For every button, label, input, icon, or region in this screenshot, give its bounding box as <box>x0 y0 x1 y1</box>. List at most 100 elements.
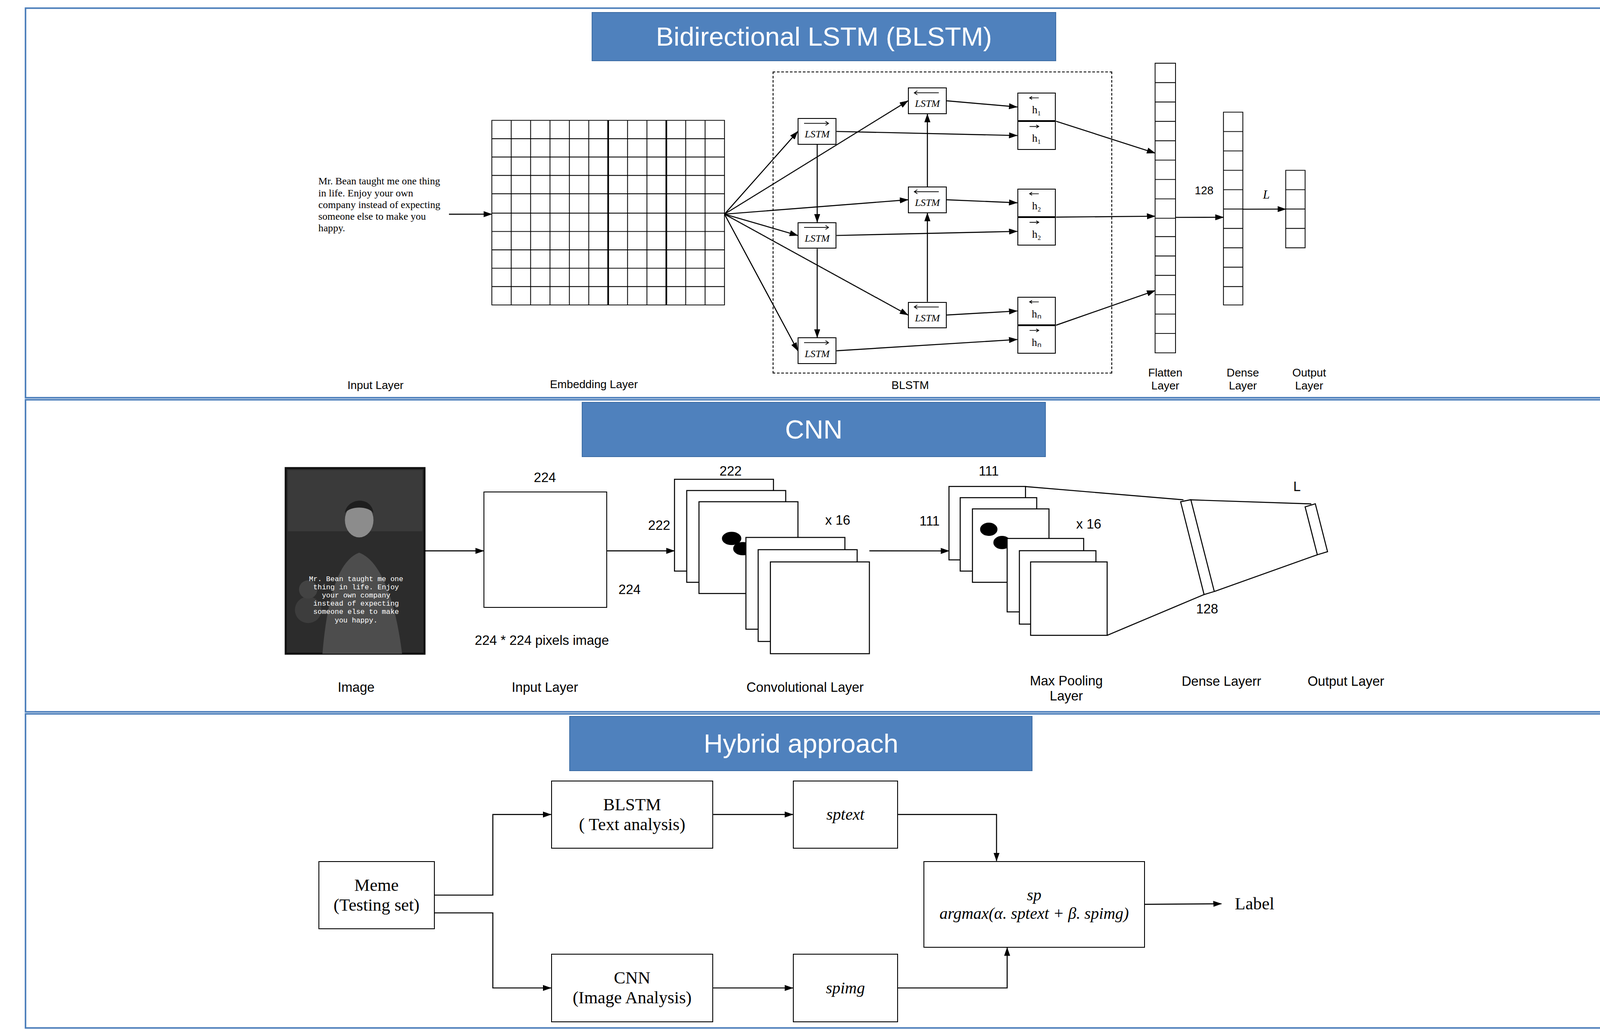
panel-frame <box>25 714 1600 1029</box>
arrow-connector <box>713 814 793 816</box>
hidden-state: h₂ <box>1017 217 1057 246</box>
output-layer: LOutput Layer <box>1302 504 1329 557</box>
section-title-text: Hybrid approach <box>703 728 899 760</box>
dense-layer: 128Dense Layerr <box>1178 499 1217 595</box>
state-label: hₙ <box>1031 308 1042 321</box>
state-label: h₁ <box>1032 103 1042 117</box>
image-caption: Mr. Bean taught me one thing in life. En… <box>307 575 405 625</box>
section-title-text: CNN <box>785 414 843 446</box>
connector-line <box>1025 486 1184 501</box>
lstm-label: LSTM <box>914 97 940 110</box>
embedding-grid <box>491 120 725 305</box>
photo <box>285 468 425 655</box>
embedding-grid-thick <box>608 120 667 305</box>
convolutional-layer: 222222x 16Convolutional Layer <box>674 479 870 655</box>
output-bar <box>1305 503 1328 555</box>
state-label: h₁ <box>1032 132 1042 145</box>
lstm-label: LSTM <box>804 348 830 360</box>
arrow-connector <box>836 231 1017 236</box>
arrow-connector <box>1056 121 1156 153</box>
arrow-connector <box>1056 290 1156 326</box>
feature-map <box>1030 561 1108 636</box>
arrow-connector <box>434 913 552 989</box>
layer-label: Input Layer <box>511 679 579 696</box>
section-title: CNN <box>581 402 1046 458</box>
process-box: BLSTM( Text analysis) <box>551 780 714 850</box>
max-pooling-layer: 111111x 16Max Pooling Layer <box>948 486 1108 637</box>
input-layer: 224224224 * 224 pixels imageInput Layer <box>483 491 608 609</box>
connector-line <box>1190 499 1312 505</box>
lstm-cell: LSTM <box>797 118 837 145</box>
dimension: x 16 <box>825 512 851 528</box>
hidden-state: h₂ <box>1017 188 1057 218</box>
arrow-connector <box>898 814 997 862</box>
dimension: 111 <box>919 513 940 529</box>
layer-label: Max Pooling Layer <box>1017 673 1115 705</box>
arrow-connector <box>869 550 950 552</box>
fusion-formula: argmax(α. sptext + β. spimg) <box>939 904 1129 924</box>
box-subtitle: (Testing set) <box>333 895 420 916</box>
arrow-connector <box>816 144 818 223</box>
arrow-connector <box>724 131 798 215</box>
filter-dot <box>722 532 742 545</box>
direction-arrows <box>804 90 1039 345</box>
arrow-connector <box>926 114 928 187</box>
flatten-layer: Flatten Layer <box>1155 63 1176 354</box>
input-layer: Mr. Bean taught me one thing in life. En… <box>311 168 450 399</box>
dense-bar <box>1180 499 1215 595</box>
layer-label: Image <box>337 679 375 696</box>
arrow-connector <box>449 213 493 216</box>
flatten-cells <box>1155 63 1176 353</box>
pool-maps <box>948 486 1108 636</box>
dimension: x 16 <box>1076 516 1102 532</box>
edge-label: L <box>1261 187 1272 203</box>
dimension: 222 <box>719 463 742 479</box>
box-subtitle: ( Text analysis) <box>579 814 686 835</box>
layer-label: Dense Layerr <box>1181 673 1262 690</box>
blstm-block: BLSTMLSTMLSTMLSTMLSTMLSTMLSTMh₁h₁h₂h₂hₙh… <box>772 71 1113 374</box>
fusion-box: spargmax(α. sptext + β. spimg) <box>923 861 1145 949</box>
output-layer: Output Layer <box>1285 170 1306 248</box>
conv-maps <box>674 479 870 655</box>
feature-map <box>770 561 870 654</box>
section-title: Bidirectional LSTM (BLSTM) <box>591 12 1056 62</box>
embedding-layer: Embedding Layer <box>491 120 725 306</box>
arrow-connector <box>946 311 1017 316</box>
layer-label: Output Layer <box>1283 366 1335 393</box>
arrow-connector <box>724 214 798 236</box>
arrow-connector <box>836 339 1017 351</box>
box-title: BLSTM <box>603 795 662 815</box>
photo-ground <box>285 468 425 655</box>
dense-layer: Dense Layer <box>1223 112 1243 306</box>
lstm-cell: LSTM <box>907 87 947 115</box>
arrow-connector <box>1242 208 1286 210</box>
result-text: Label <box>1235 894 1275 914</box>
panel-frame <box>25 399 1600 712</box>
dense-cells <box>1223 112 1243 305</box>
section-title: Hybrid approach <box>569 716 1033 772</box>
arrow-connector <box>424 550 484 552</box>
arrow-connector <box>1056 216 1156 218</box>
box-subtitle: (Image Analysis) <box>572 988 692 1008</box>
layer-label: Convolutional Layer <box>746 679 864 696</box>
filter-dot <box>980 523 998 536</box>
arrow-connector <box>898 948 1008 989</box>
arrow-connector <box>1144 904 1222 905</box>
lstm-cell: LSTM <box>907 302 947 329</box>
arrow-connector <box>713 987 793 989</box>
score-box: sptext <box>792 780 899 850</box>
layer-label: Dense Layer <box>1222 366 1264 393</box>
hidden-state: hₙ <box>1017 325 1057 354</box>
dimension: L <box>1293 479 1301 495</box>
dimension: 224 <box>618 582 641 598</box>
arrow-connector <box>724 199 908 215</box>
input-sentence: Mr. Bean taught me one thing in life. En… <box>318 175 447 234</box>
photo-hair <box>344 500 374 513</box>
layer-label: Embedding Layer <box>549 378 638 392</box>
input-image: Mr. Bean taught me one thing in life. En… <box>285 468 425 655</box>
dimension: 128 <box>1196 601 1219 617</box>
process-box: Meme(Testing set) <box>318 861 435 930</box>
box-title: CNN <box>613 968 651 989</box>
